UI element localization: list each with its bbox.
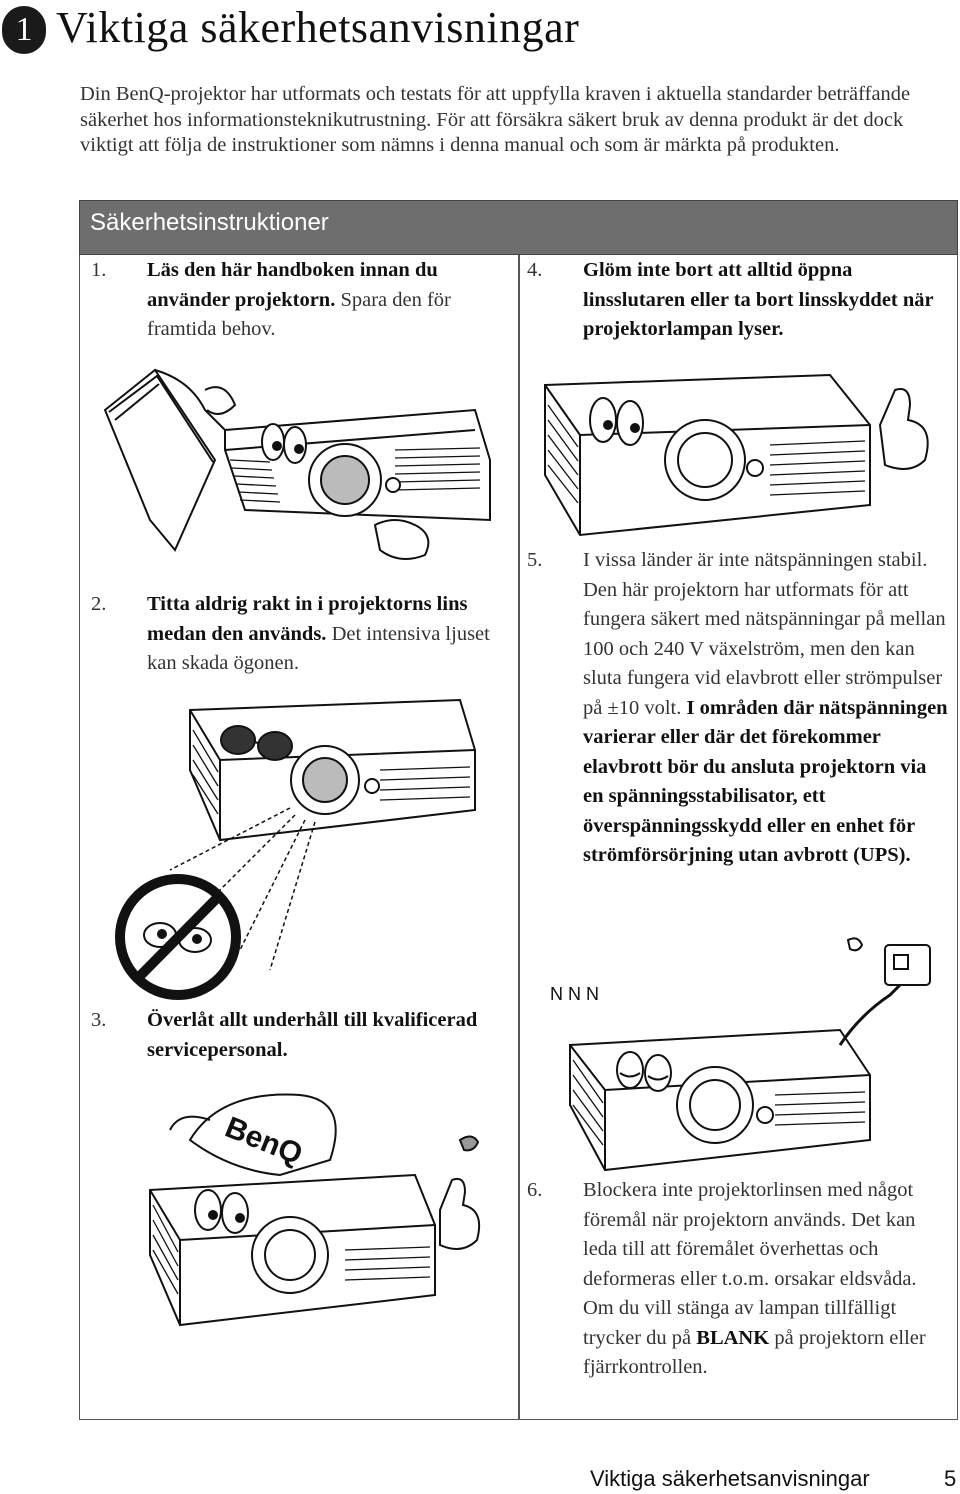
lens-cover-illustration [544, 373, 929, 537]
item-bold-text: I områden där nätspänningen varierar ell… [583, 696, 948, 867]
item-number: 3. [91, 1009, 107, 1031]
item-bold-text: Läs den här handboken innan du använder … [147, 259, 438, 311]
item-number: 6. [527, 1179, 543, 1201]
item-text: I vissa länder är inte nätspänningen sta… [583, 549, 946, 719]
item-text: Blockera inte projektorlinsen med något … [583, 1179, 917, 1349]
item-number: 4. [527, 259, 543, 281]
cap-icon [188, 1093, 337, 1177]
page-title: Viktiga säkerhetsanvisningar [56, 3, 580, 52]
column-divider [518, 255, 520, 1420]
blank-key-label: BLANK [696, 1326, 770, 1349]
intro-paragraph: Din BenQ-projektor har utformats och tes… [80, 83, 911, 156]
thumbs-up-icon [878, 388, 929, 470]
item-bold-text: Titta aldrig rakt in i projektorns lins … [147, 593, 468, 645]
item-text: på projektorn eller fjärrkontrollen. [583, 1326, 926, 1379]
manual-book-icon [103, 368, 217, 552]
power-supply-illustration: N N N [550, 937, 931, 1172]
footer-title: Viktiga säkerhetsanvisningar [590, 1466, 870, 1491]
service-illustration: BenQ [149, 1093, 481, 1327]
thumbs-up-icon [439, 1177, 481, 1250]
item-number: 2. [91, 593, 107, 615]
hand-icon [373, 519, 430, 560]
dont-stare-illustration [115, 698, 476, 1000]
item-text: Spara den för framtida behov. [147, 288, 451, 341]
section-header: Säkerhetsinstruktioner [79, 200, 958, 255]
item-text: Det intensiva ljuset kan skada ögonen. [147, 622, 490, 675]
item-number: 1. [91, 259, 107, 281]
snore-text: N N N [550, 984, 599, 1004]
read-manual-illustration [103, 368, 491, 560]
section-header-label: Säkerhetsinstruktioner [90, 209, 329, 236]
power-cord-icon [838, 978, 907, 1046]
item-bold-text: Glöm inte bort att alltid öppna linsslut… [583, 259, 934, 340]
sunglasses-icon [220, 725, 256, 755]
item-number: 5. [527, 549, 543, 571]
page-number: 5 [944, 1466, 957, 1491]
chapter-number-badge: 1 [2, 6, 46, 54]
item-bold-text: Överlåt allt underhåll till kvalificerad… [147, 1009, 478, 1061]
